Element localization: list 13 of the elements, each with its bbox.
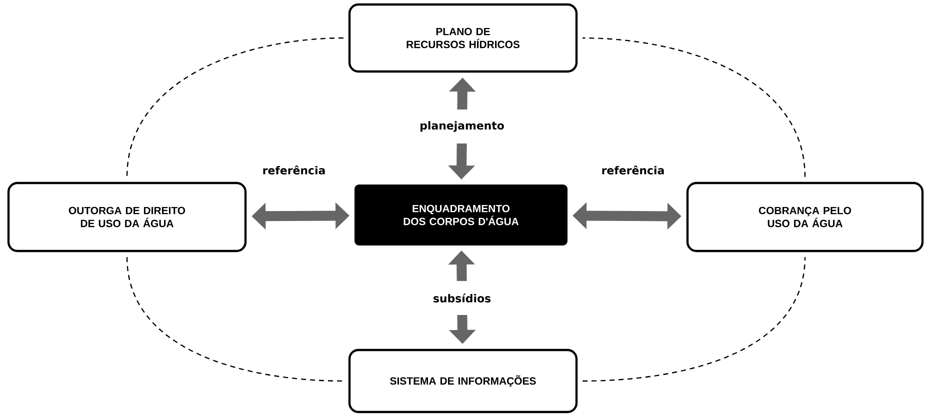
edge-label: referência bbox=[599, 164, 667, 176]
connector-line bbox=[126, 257, 344, 382]
connector-line bbox=[582, 37, 806, 177]
process-box: PLANO DE RECURSOS HÍDRICOS bbox=[348, 3, 578, 73]
edge-label: referência bbox=[260, 164, 328, 176]
process-box: SISTEMA DE INFORMAÇÕES bbox=[348, 348, 578, 414]
edge-label: planejamento bbox=[416, 110, 508, 144]
highlighted-box: ENQUADRAMENTO DOS CORPOS D'ÁGUA bbox=[354, 184, 568, 246]
connector-line bbox=[126, 37, 344, 177]
edge-label: subsídios bbox=[430, 281, 494, 315]
connector-line bbox=[582, 257, 806, 382]
process-box: COBRANÇA PELO USO DA ÁGUA bbox=[686, 182, 924, 252]
process-box: OUTORGA DE DIREITO DE USO DA ÁGUA bbox=[7, 182, 247, 252]
